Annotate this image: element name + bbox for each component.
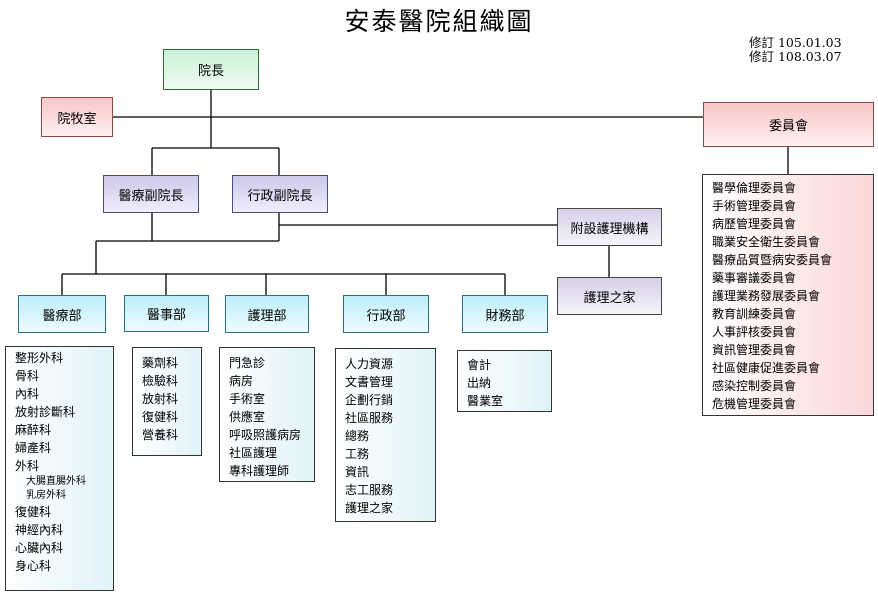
list-item: 人力資源 [345, 357, 394, 371]
revision-notes: 修訂 105.01.03 修訂 108.03.07 [749, 36, 842, 64]
list-item: 供應室 [229, 410, 266, 424]
list-item: 危機管理委員會 [712, 397, 797, 411]
list-item: 出納 [467, 376, 492, 390]
list-item: 人事評核委員會 [712, 325, 797, 339]
list-item: 內科 [15, 387, 40, 401]
nursing-dept-list: 門急診 病房 手術室 供應室 呼吸照護病房 社區護理 專科護理師 [219, 347, 315, 482]
list-item: 工務 [345, 447, 370, 461]
list-item: 教育訓練委員會 [712, 307, 797, 321]
list-item: 放射診斷科 [15, 405, 76, 419]
list-item: 婦產科 [15, 441, 52, 455]
list-item: 復健科 [15, 505, 52, 519]
list-item: 志工服務 [345, 483, 394, 497]
list-item: 護理之家 [345, 501, 394, 515]
list-item: 手術管理委員會 [712, 199, 797, 213]
committee-list: 醫學倫理委員會 手術管理委員會 病歷管理委員會 職業安全衛生委員會 醫療品質暨病… [702, 174, 874, 416]
medical-affairs-dept-box: 醫事部 [124, 295, 209, 332]
list-item: 復健科 [142, 410, 179, 424]
list-item: 外科 [15, 459, 40, 473]
list-item: 放射科 [142, 392, 179, 406]
finance-dept-list: 會計 出納 醫業室 [457, 350, 552, 412]
admin-vp-box: 行政副院長 [232, 175, 328, 213]
list-item: 社區服務 [345, 411, 394, 425]
list-item: 職業安全衛生委員會 [712, 235, 821, 249]
list-item: 社區護理 [229, 446, 278, 460]
page-title: 安泰醫院組織圖 [344, 7, 534, 36]
admin-dept-box: 行政部 [343, 295, 429, 333]
list-item: 麻醉科 [15, 423, 52, 437]
list-item: 總務 [345, 429, 370, 443]
list-item: 身心科 [15, 559, 52, 573]
finance-dept-box: 財務部 [462, 295, 548, 333]
chaplain-box: 院牧室 [41, 97, 113, 137]
medical-dept-box: 醫療部 [18, 295, 106, 333]
list-item: 檢驗科 [142, 374, 179, 388]
list-item: 專科護理師 [229, 464, 290, 478]
revision-line: 修訂 108.03.07 [749, 49, 842, 64]
list-item: 神經內科 [15, 523, 64, 537]
revision-line: 修訂 105.01.03 [749, 35, 842, 50]
list-item: 門急診 [229, 356, 266, 370]
list-item: 病歷管理委員會 [712, 217, 797, 231]
list-item: 文書管理 [345, 375, 394, 389]
list-item: 手術室 [229, 392, 266, 406]
list-item: 社區健康促進委員會 [712, 361, 821, 375]
list-item: 感染控制委員會 [712, 379, 797, 393]
list-item: 護理業務發展委員會 [712, 289, 821, 303]
medical-affairs-list: 藥劑科 檢驗科 放射科 復健科 營養科 [132, 347, 202, 456]
list-item: 病房 [229, 374, 254, 388]
list-item: 藥劑科 [142, 356, 179, 370]
list-item: 呼吸照護病房 [229, 428, 302, 442]
list-item: 大腸直腸外科 [26, 476, 86, 487]
list-item: 資訊管理委員會 [712, 343, 797, 357]
president-box: 院長 [163, 49, 259, 90]
list-item: 營養科 [142, 428, 179, 442]
medical-vp-box: 醫療副院長 [103, 175, 199, 213]
list-item: 醫業室 [467, 394, 504, 408]
nursing-dept-box: 護理部 [225, 295, 309, 333]
list-item: 心臟內科 [15, 541, 64, 555]
medical-dept-list: 整形外科 骨科 內科 放射診斷科 麻醉科 婦產科 外科 大腸直腸外科 乳房外科 … [5, 346, 114, 591]
list-item: 企劃行銷 [345, 393, 394, 407]
admin-dept-list: 人力資源 文書管理 企劃行銷 社區服務 總務 工務 資訊 志工服務 護理之家 [335, 348, 436, 522]
list-item: 醫療品質暨病安委員會 [712, 253, 833, 267]
committee-box: 委員會 [703, 102, 874, 147]
list-item: 資訊 [345, 465, 370, 479]
nursing-institution-box: 附設護理機構 [557, 208, 662, 246]
list-item: 會計 [467, 358, 492, 372]
list-item: 骨科 [15, 369, 40, 383]
nursing-home-box: 護理之家 [557, 277, 662, 315]
list-item: 整形外科 [15, 351, 64, 365]
list-item: 醫學倫理委員會 [712, 181, 797, 195]
list-item: 藥事審議委員會 [712, 271, 797, 285]
list-item: 乳房外科 [26, 490, 66, 501]
